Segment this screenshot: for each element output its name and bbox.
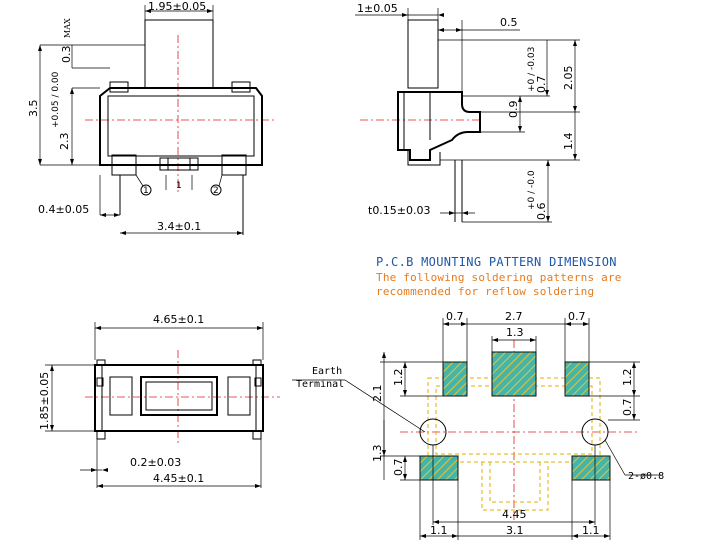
edge-offset-dim: 0.2±0.03 bbox=[130, 456, 181, 469]
hole-label: 2-ø0.8 bbox=[628, 471, 664, 482]
depth-dim: 1.85±0.05 bbox=[38, 372, 51, 430]
pin-gap-label: 1 bbox=[176, 181, 182, 191]
terminal-width-dim: 0.4±0.05 bbox=[38, 203, 89, 216]
earth-label-line2: Terminal bbox=[296, 379, 344, 390]
pad-bottom-right bbox=[571, 455, 611, 481]
pcb-note-line1: The following soldering patterns are bbox=[376, 271, 622, 284]
pcb-title: P.C.B MOUNTING PATTERN DIMENSION bbox=[376, 255, 617, 269]
bottom-right-dim: 1.1 bbox=[582, 524, 600, 537]
span-vertical-dim: 2.1 bbox=[371, 385, 384, 403]
body-height-dim: 2.3 bbox=[58, 133, 71, 151]
stem-height-tol: +0 / -0.03 bbox=[527, 47, 537, 92]
length-top-dim: 4.65±0.1 bbox=[153, 313, 204, 326]
button-height-dim: 0.3 bbox=[60, 46, 73, 64]
top-view: 1 2 1 1.95±0.05 MAX 3.5 0.3 2.3 +0.05 / … bbox=[27, 0, 275, 235]
top-width-dim: 1.95±0.05 bbox=[148, 0, 206, 13]
upper-height-dim: 2.05 bbox=[562, 66, 575, 91]
terminal-height-dim: 0.6 bbox=[535, 203, 548, 221]
pad-center-dim: 1.3 bbox=[506, 326, 524, 339]
pad-top-left bbox=[442, 361, 468, 397]
pad-left-dim: 0.7 bbox=[446, 310, 464, 323]
max-label: MAX bbox=[63, 18, 72, 38]
terminal-height-tol: +0 / -0.0 bbox=[527, 170, 537, 210]
stem-height-dim: 0.7 bbox=[535, 76, 548, 94]
terminal-thickness-dim: t0.15±0.03 bbox=[368, 204, 431, 217]
bottom-view: 4.65±0.1 1.85±0.05 0.2±0.03 4.45±0.1 bbox=[38, 313, 280, 488]
side-view: 1±0.05 0.5 2.05 0.7 +0 / -0.03 0.9 1.4 0… bbox=[355, 2, 580, 223]
offset-dim: 0.5 bbox=[500, 16, 518, 29]
earth-label-line1: Earth bbox=[312, 366, 342, 377]
pad-gap-right-dim: 0.7 bbox=[621, 399, 634, 417]
lower-pad-dim: 0.7 bbox=[392, 459, 405, 477]
pin2-label: 2 bbox=[213, 186, 219, 196]
pad-height-left-dim: 1.2 bbox=[392, 369, 405, 387]
total-height-dim: 3.5 bbox=[27, 100, 40, 118]
bottom-left-dim: 1.1 bbox=[430, 524, 448, 537]
body-height-tol: +0.05 / 0.00 bbox=[51, 71, 61, 128]
pcb-pattern: P.C.B MOUNTING PATTERN DIMENSION The fol… bbox=[292, 255, 664, 540]
bottom-mid-dim: 3.1 bbox=[506, 524, 524, 537]
length-bottom-dim: 4.45±0.1 bbox=[153, 472, 204, 485]
pad-bottom-left bbox=[419, 455, 459, 481]
pad-top-center bbox=[491, 351, 537, 397]
button-thickness-dim: 1±0.05 bbox=[357, 2, 398, 15]
lower-height-dim: 1.3 bbox=[371, 445, 384, 463]
bottom-span-dim: 4.45 bbox=[502, 508, 527, 521]
pcb-note-line2: recommended for reflow soldering bbox=[376, 285, 594, 298]
mid-height-dim: 0.9 bbox=[507, 101, 520, 119]
pad-right-dim: 0.7 bbox=[568, 310, 586, 323]
body-width-dim: 3.4±0.1 bbox=[157, 220, 201, 233]
pad-span-dim: 2.7 bbox=[505, 310, 523, 323]
lower-height-dim: 1.4 bbox=[562, 133, 575, 151]
pad-top-right bbox=[564, 361, 590, 397]
pin1-label: 1 bbox=[143, 186, 149, 196]
pad-height-right-dim: 1.2 bbox=[621, 369, 634, 387]
